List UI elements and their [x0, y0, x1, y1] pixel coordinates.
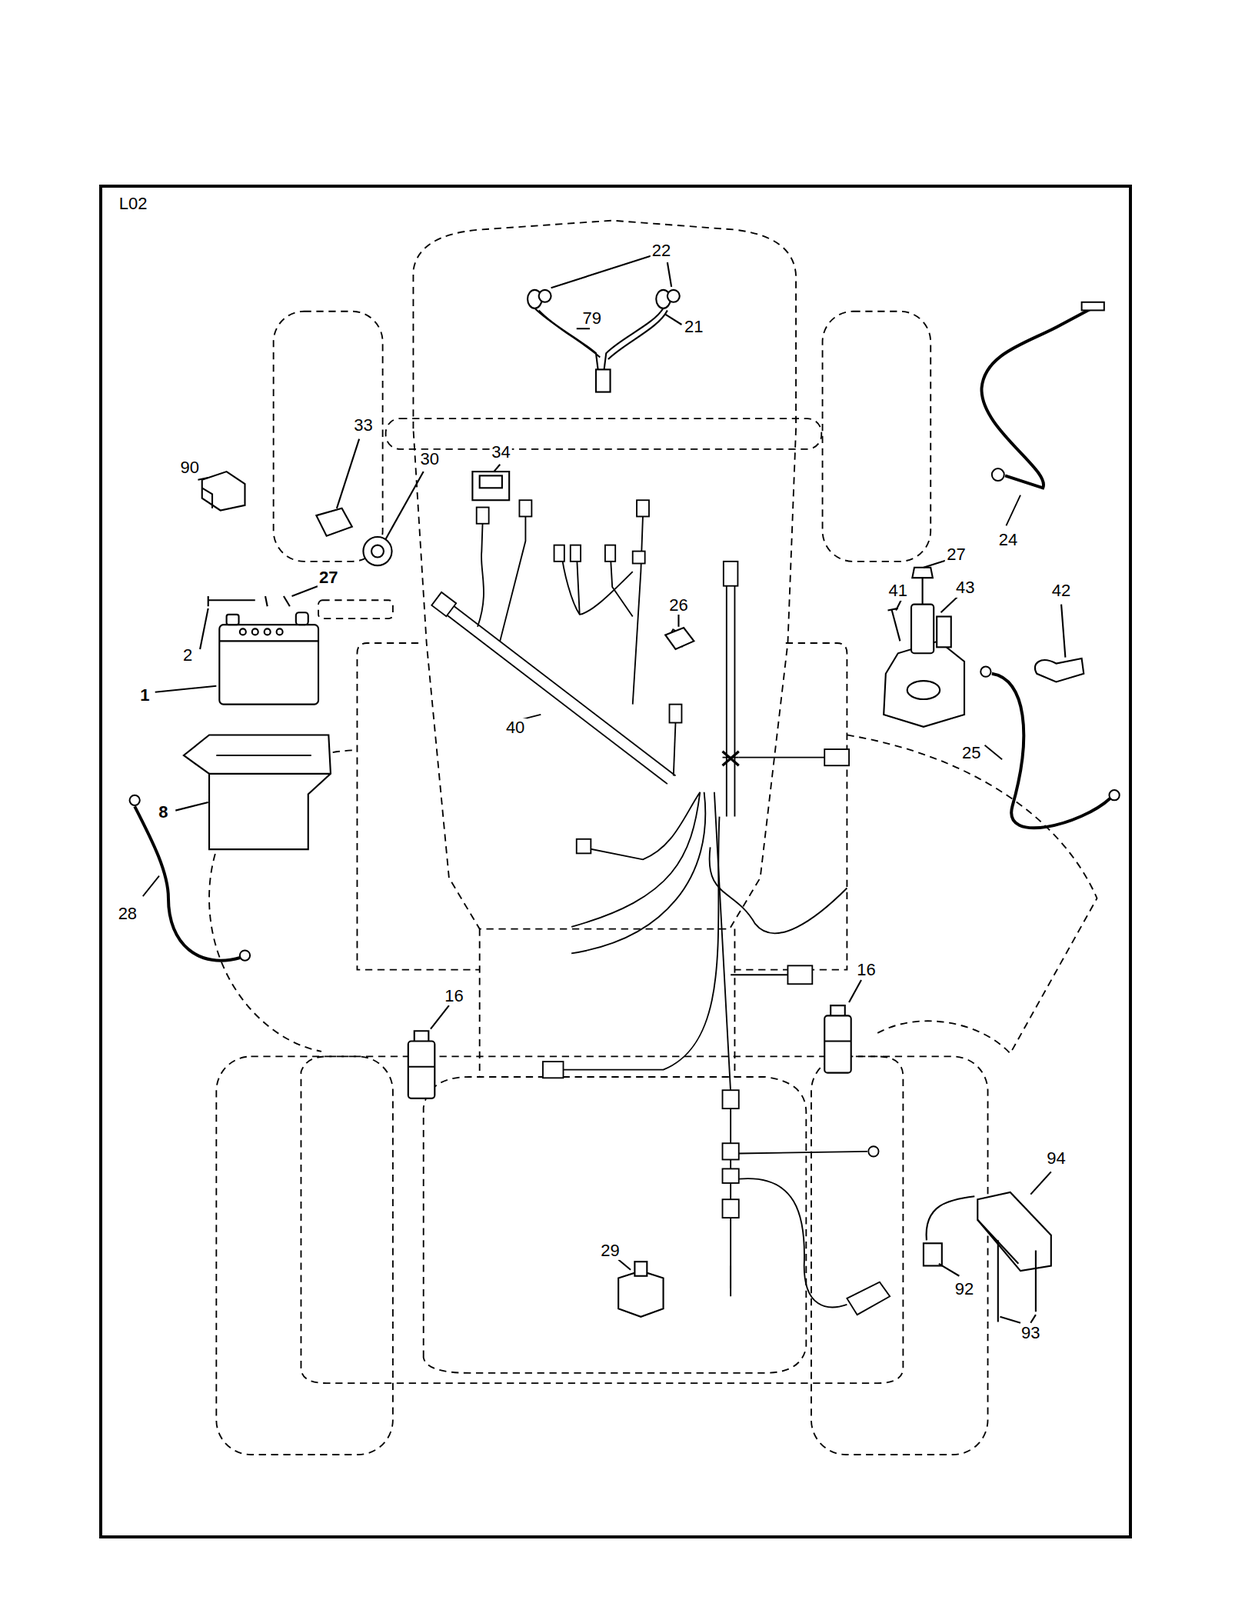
callout-number: 92	[953, 1279, 976, 1299]
callout-number: 24	[997, 530, 1019, 550]
callout-number: 8	[156, 802, 170, 822]
callout-number: 42	[1050, 581, 1072, 600]
drawing-frame: L02	[99, 184, 1132, 1538]
wiring-harness	[431, 499, 890, 1315]
tractor-outline	[209, 220, 1097, 1455]
battery	[155, 585, 319, 705]
leader-lines	[143, 495, 1021, 897]
callout-number: 29	[599, 1240, 621, 1259]
callout-number: 27	[317, 568, 340, 587]
callout-number: 30	[418, 449, 440, 469]
callout-number: 33	[352, 416, 374, 435]
control-module	[923, 1171, 1052, 1322]
battery-tray	[175, 734, 331, 849]
callout-number: 16	[855, 960, 877, 979]
headlight-harness	[527, 255, 682, 393]
callout-number: 79	[580, 309, 603, 328]
callout-number: 90	[179, 458, 201, 477]
callout-number: 22	[650, 241, 673, 260]
switches-lower	[408, 979, 862, 1317]
page-code: L02	[119, 193, 148, 214]
switches-upper	[197, 439, 510, 566]
callout-number: 25	[960, 743, 983, 763]
callout-number: 94	[1045, 1148, 1067, 1168]
fuse	[665, 614, 694, 650]
callout-number: 93	[1019, 1323, 1042, 1342]
callout-number: 16	[442, 986, 465, 1006]
solenoid	[883, 559, 1084, 727]
callout-number: 26	[667, 595, 690, 615]
callout-number: 2	[181, 645, 194, 665]
callout-number: 43	[954, 578, 976, 597]
callout-number: 40	[504, 718, 526, 737]
battery-cables	[129, 302, 1120, 961]
callout-number: 21	[682, 317, 705, 337]
callout-number: 41	[887, 581, 909, 600]
callout-number: 27	[945, 544, 967, 563]
callout-number: 1	[138, 685, 151, 705]
callout-number: 28	[116, 904, 139, 923]
callout-number: 34	[489, 442, 512, 462]
